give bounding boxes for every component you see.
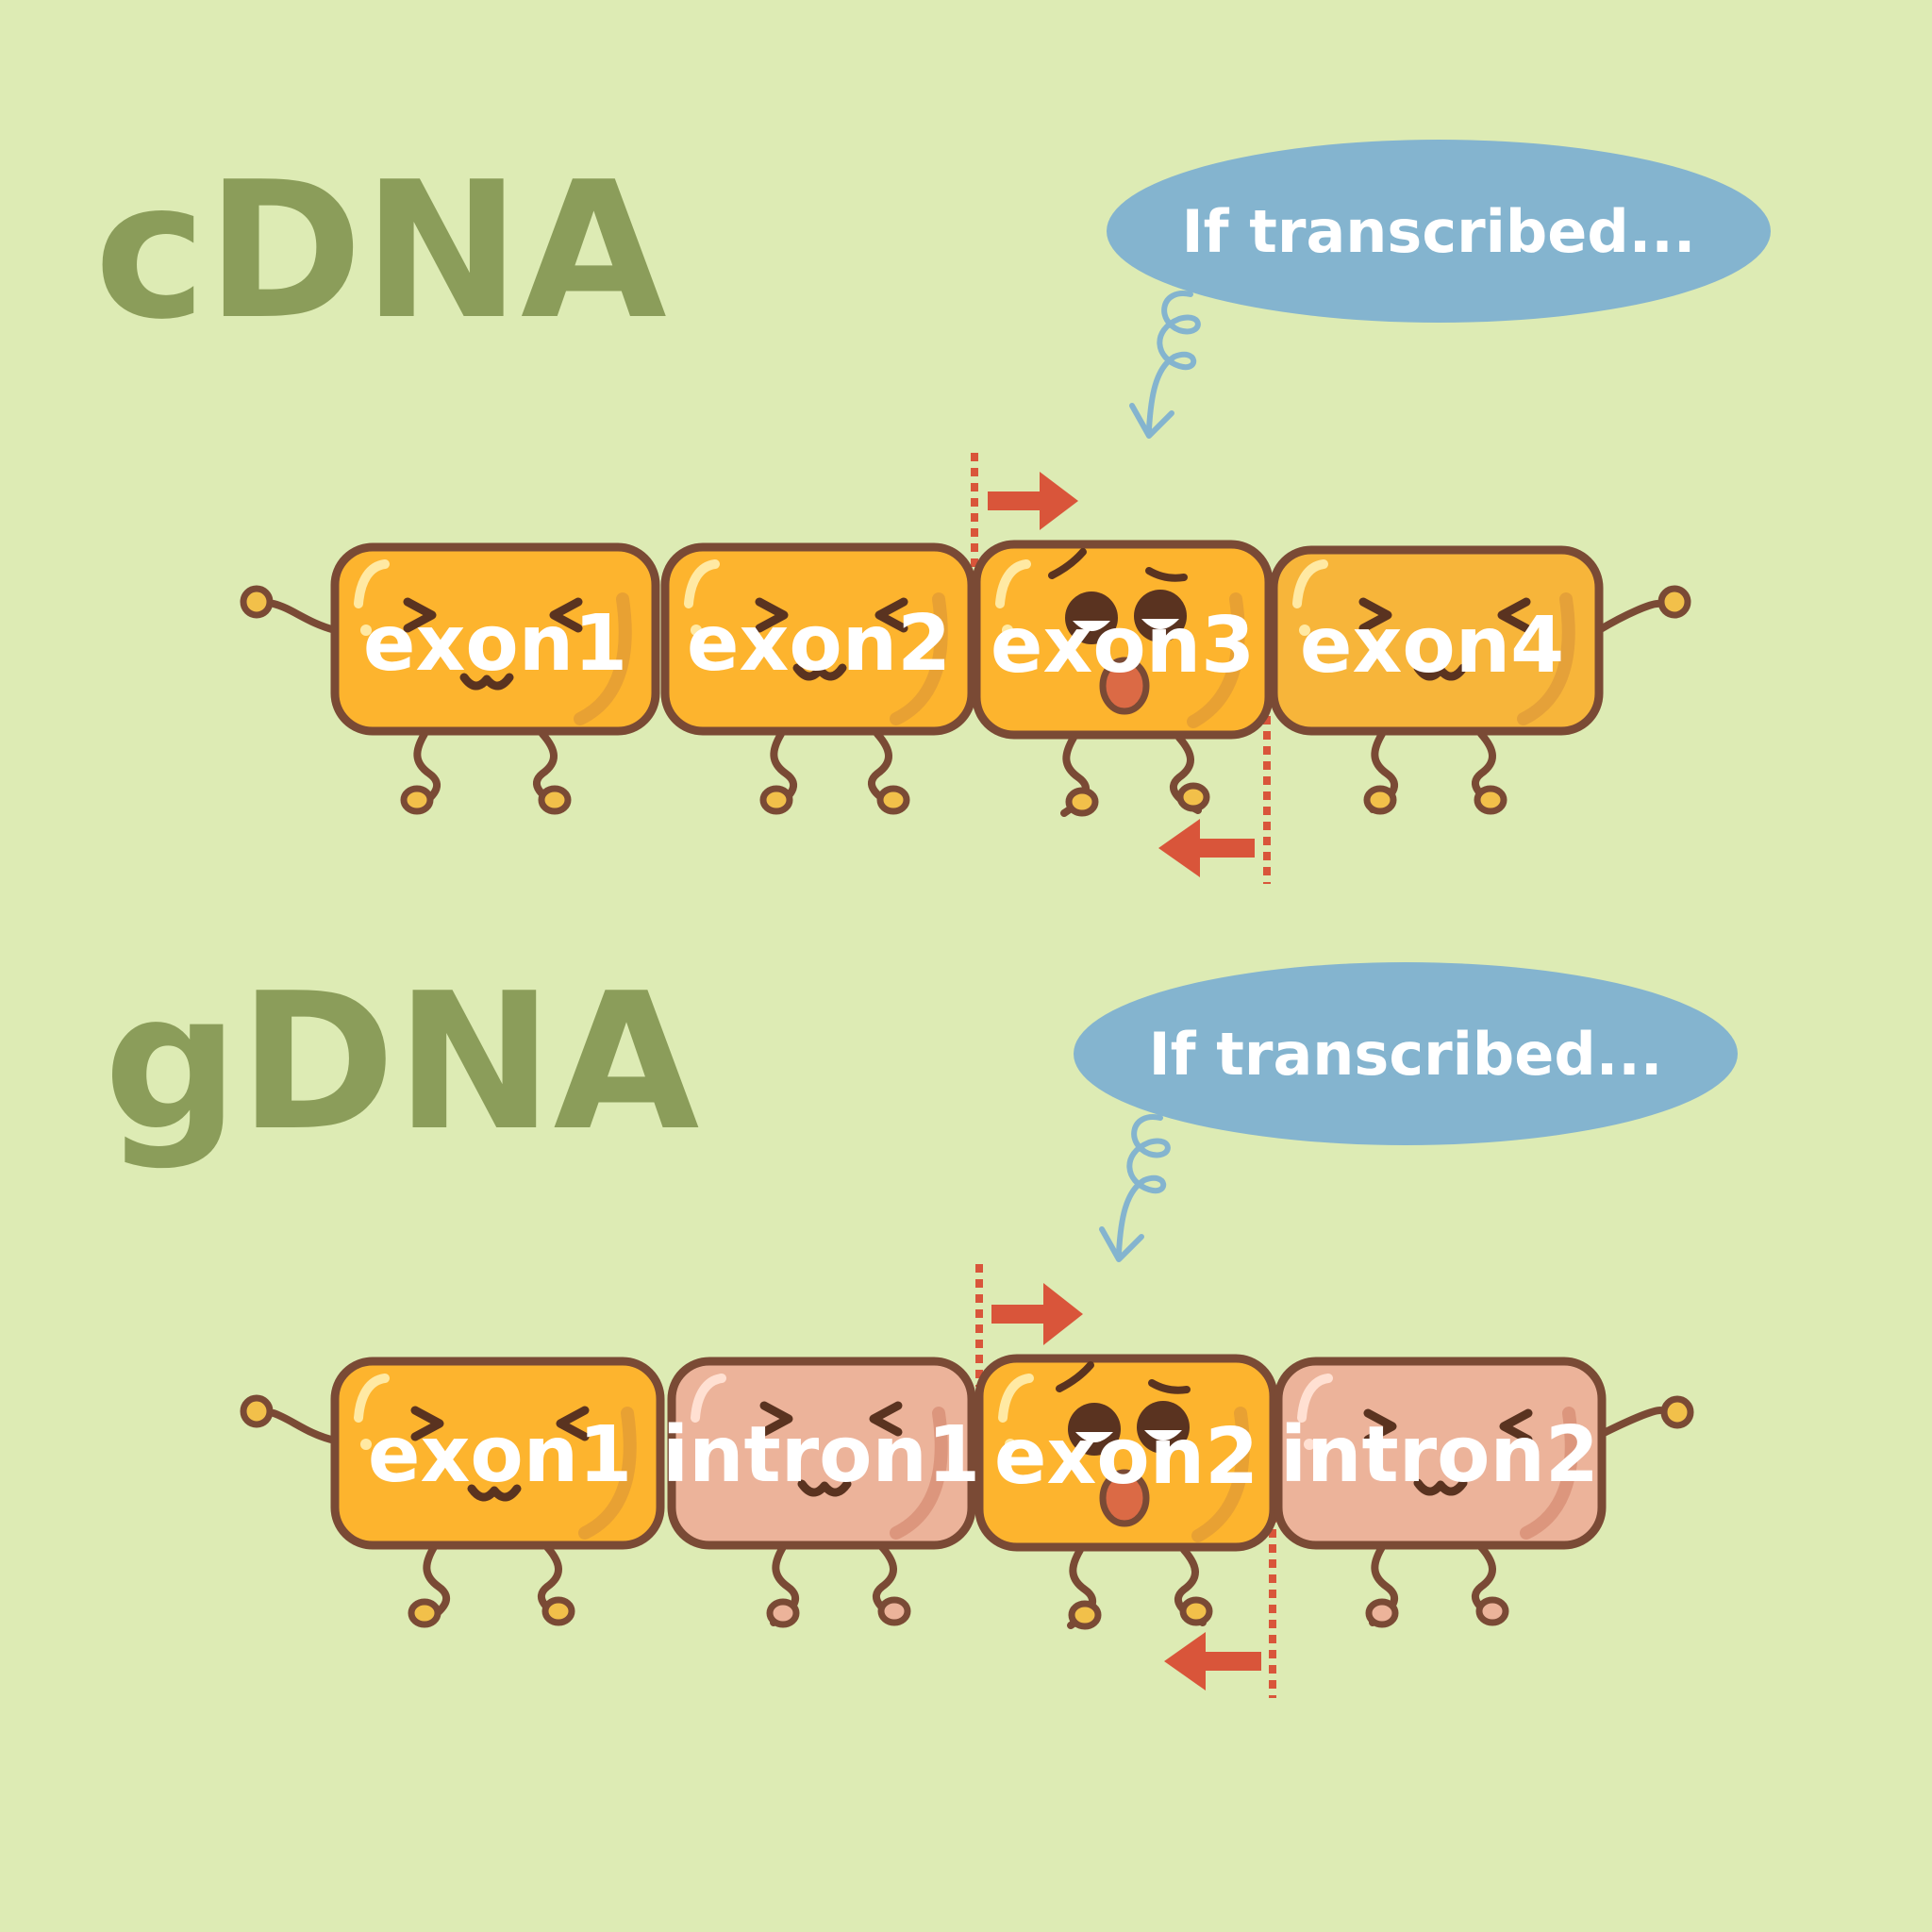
right-antenna	[1598, 1395, 1694, 1438]
panel-title: cDNA	[94, 142, 667, 361]
forward-primer	[975, 1264, 1083, 1387]
block-exon2: exon2	[974, 1354, 1278, 1630]
block-label: exon2	[994, 1412, 1258, 1502]
block-exon1: exon1	[330, 542, 660, 815]
block-intron2: intron2	[1274, 1357, 1607, 1628]
block-label: exon4	[1300, 601, 1564, 691]
block-label: exon1	[363, 599, 627, 689]
left-antenna	[240, 1394, 339, 1444]
block-label: exon1	[368, 1410, 632, 1500]
block-label: intron1	[662, 1410, 981, 1500]
block-exon3: exon3	[972, 540, 1274, 817]
reverse-primer	[1164, 1514, 1276, 1698]
forward-primer	[971, 453, 1078, 580]
speech-bubble: If transcribed...	[1074, 962, 1738, 1145]
block-exon2: exon2	[660, 542, 976, 815]
block-exon1: exon1	[330, 1357, 665, 1628]
reverse-primer	[1158, 701, 1271, 884]
bubble-text: If transcribed...	[1182, 197, 1696, 266]
block-label: intron2	[1280, 1410, 1599, 1500]
block-label: exon3	[991, 601, 1255, 691]
block-intron1: intron1	[662, 1357, 981, 1628]
speech-bubble: If transcribed...	[1107, 140, 1771, 323]
block-exon4: exon4	[1269, 545, 1604, 815]
right-antenna	[1595, 585, 1691, 634]
panel-gdna: gDNA If transcribed...	[104, 953, 1738, 1698]
block-label: exon2	[687, 599, 951, 689]
squiggle-arrow	[1129, 291, 1201, 439]
bubble-text: If transcribed...	[1149, 1020, 1663, 1089]
panel-cdna: cDNA If transcribed...	[94, 140, 1771, 884]
squiggle-arrow	[1099, 1114, 1171, 1262]
panel-title: gDNA	[104, 953, 699, 1173]
left-antenna	[240, 585, 339, 634]
